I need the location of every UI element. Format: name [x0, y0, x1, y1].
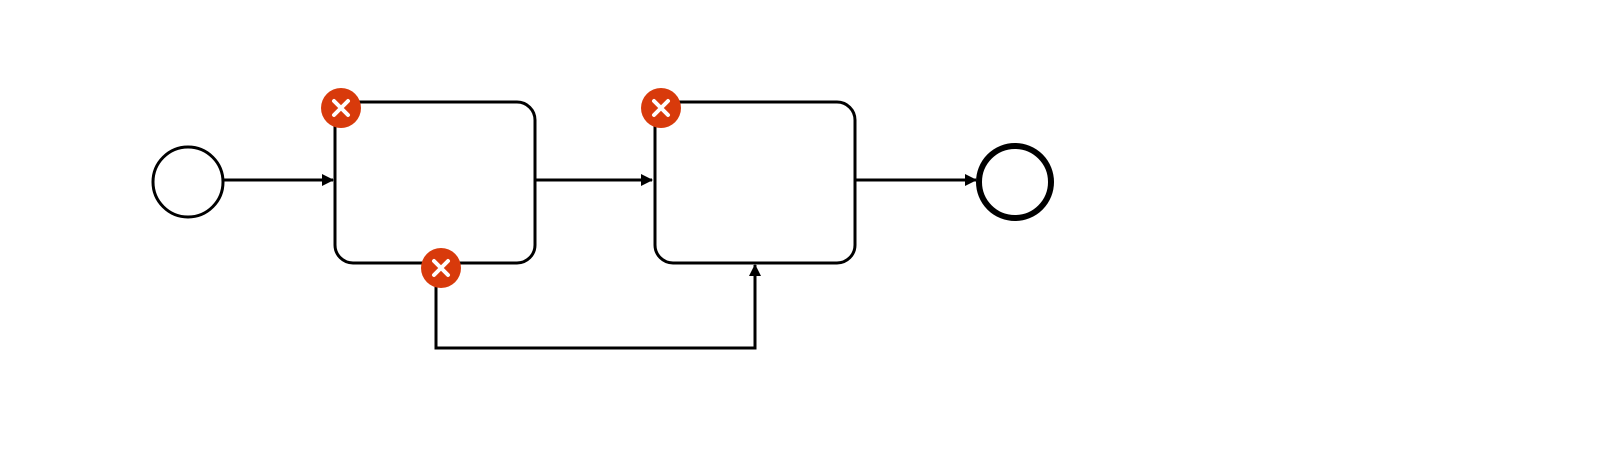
error-badge-task1-bottom[interactable] — [421, 248, 461, 288]
error-x-mark — [332, 99, 350, 117]
error-x-mark — [432, 259, 450, 277]
task-1[interactable] — [333, 100, 537, 265]
error-badge-task1-top[interactable] — [321, 88, 361, 128]
error-badge-task2-top[interactable] — [641, 88, 681, 128]
start-event[interactable] — [151, 145, 225, 219]
flow-error-task1-to-task2[interactable] — [434, 264, 761, 350]
error-x-mark — [652, 99, 670, 117]
end-event[interactable] — [976, 143, 1054, 221]
task-2[interactable] — [653, 100, 857, 265]
